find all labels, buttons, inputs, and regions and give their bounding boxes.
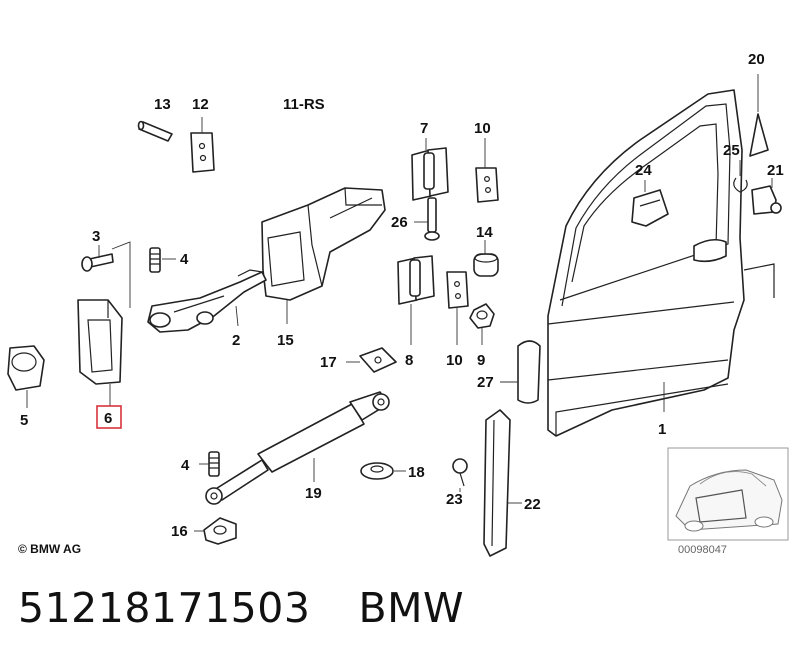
- part-1-door-shell: [547, 89, 775, 437]
- part-7-upper-hinge: [411, 138, 449, 201]
- label-26: 26: [391, 214, 408, 231]
- part-2-check-strap: [147, 269, 267, 333]
- label-25: 25: [723, 142, 740, 159]
- part-19-strut: [205, 391, 390, 505]
- part-21-buffer: [751, 178, 782, 215]
- label-15: 15: [277, 332, 294, 349]
- label-10-lower: 10: [446, 352, 463, 369]
- label-16: 16: [171, 523, 188, 540]
- label-21: 21: [767, 162, 784, 179]
- label-1: 1: [658, 421, 666, 438]
- part-24-inner-handle: [631, 180, 669, 227]
- caption: 51218171503 BMW: [18, 584, 512, 632]
- car-silhouette: [675, 469, 783, 531]
- part-lower-hinge: [397, 255, 435, 345]
- label-22: 22: [524, 496, 541, 513]
- copyright: © BMW AG: [18, 542, 81, 556]
- label-5: 5: [20, 412, 28, 429]
- part-6-bracket: [77, 299, 123, 406]
- part-16-bracket: [194, 517, 237, 545]
- label-19: 19: [305, 485, 322, 502]
- part-27-trim: [500, 340, 541, 404]
- car-door-highlight: [695, 489, 747, 523]
- label-4-upper: 4: [180, 251, 189, 268]
- caption-brand: BMW: [358, 584, 464, 632]
- label-14: 14: [476, 224, 493, 241]
- label-20: 20: [748, 51, 765, 68]
- label-9: 9: [477, 352, 485, 369]
- part-14-bushing: [473, 240, 499, 277]
- car-inset: [667, 447, 789, 541]
- leader-3-6: [111, 241, 131, 308]
- label-11-rs: 11-RS: [283, 96, 325, 113]
- part-23-screw: [452, 458, 468, 492]
- part-17-clip-nut: [346, 347, 397, 373]
- part-20-wedge: [749, 74, 769, 157]
- image-code: 00098047: [678, 544, 727, 556]
- label-6: 6: [104, 410, 112, 427]
- label-2: 2: [232, 332, 240, 349]
- part-4-stud-lower: [199, 451, 220, 477]
- part-18-washer: [360, 462, 406, 480]
- part-10-plate-upper: [475, 138, 499, 203]
- part-26-pin-bolt: [414, 197, 440, 241]
- highlight-box-6: [96, 405, 122, 429]
- label-17: 17: [320, 354, 337, 371]
- label-24: 24: [635, 162, 652, 179]
- part-13-pin: [137, 120, 173, 142]
- part-22-pillar-trim: [483, 409, 522, 557]
- label-18: 18: [408, 464, 425, 481]
- label-27: 27: [477, 374, 494, 391]
- part-15-check-housing: [261, 187, 386, 324]
- part-12-plate: [190, 117, 215, 173]
- label-4-lower: 4: [181, 457, 190, 474]
- label-3: 3: [92, 228, 100, 245]
- part-5-cap: [7, 345, 45, 408]
- part-3-bolt: [81, 245, 114, 272]
- label-23: 23: [446, 491, 463, 508]
- part-25-clip-ring: [733, 160, 748, 193]
- part-9-nut: [469, 303, 495, 345]
- label-12: 12: [192, 96, 209, 113]
- caption-part-number: 51218171503: [18, 584, 311, 632]
- part-10-plate-lower: [446, 271, 469, 345]
- part-4-stud-upper: [149, 247, 176, 273]
- label-8: 8: [405, 352, 413, 369]
- label-7: 7: [420, 120, 428, 137]
- label-10-upper: 10: [474, 120, 491, 137]
- label-13: 13: [154, 96, 171, 113]
